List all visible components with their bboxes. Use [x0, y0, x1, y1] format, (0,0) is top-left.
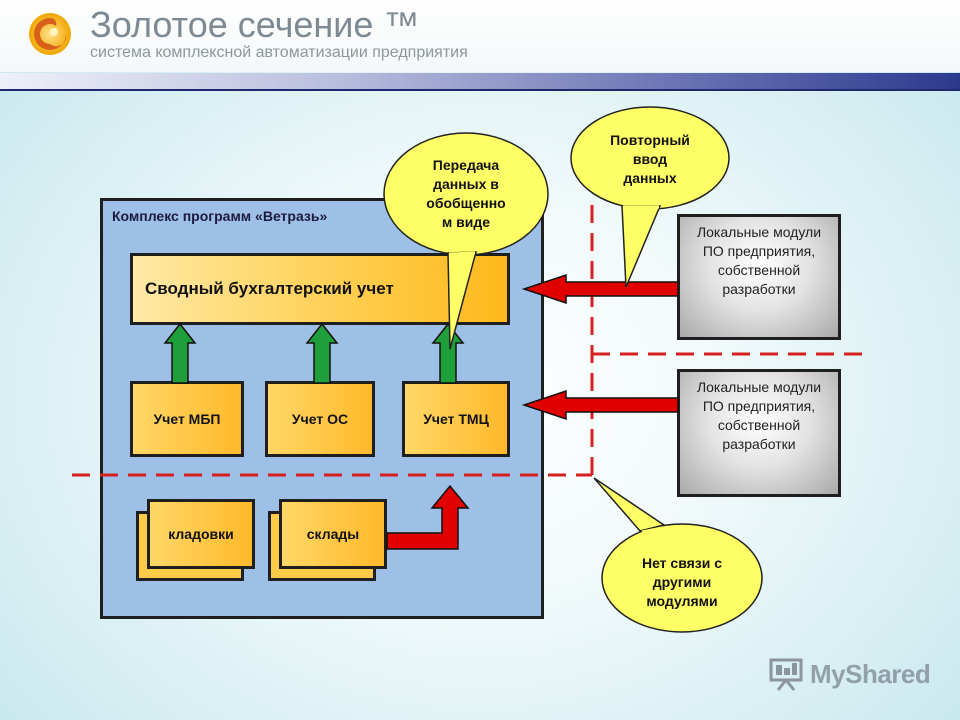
callout-no-link-line-1: Нет связи с — [641, 555, 723, 571]
header-band — [0, 0, 960, 72]
callout-reentry-text: Повторный ввод данных — [590, 131, 710, 188]
green-arrow-tmc — [431, 322, 465, 384]
summary-accounting-label: Сводный бухгалтерский учет — [145, 279, 394, 298]
local-module-2-line-4: разработки — [722, 436, 796, 452]
page-subtitle: система комплексной автоматизации предпр… — [90, 44, 468, 61]
module-tmc-label: Учет ТМЦ — [423, 411, 489, 427]
callout-no-link-bubble — [601, 523, 763, 633]
header-divider-bar — [0, 73, 960, 91]
storage-warehouses: склады — [279, 499, 387, 569]
callout-transfer-line-3: обобщенно — [426, 195, 506, 211]
local-module-box-1: Локальные модули ПО предприятия, собстве… — [677, 214, 841, 340]
green-arrow-os — [305, 322, 339, 384]
vetraz-complex-label: Комплекс программ «Ветразь» — [112, 208, 328, 224]
presentation-board-icon — [769, 658, 803, 691]
callout-no-link-text: Нет связи с другими модулями — [616, 554, 748, 611]
callout-no-link-tail — [593, 477, 666, 532]
storage-warehouses-label: склады — [306, 526, 360, 542]
watermark: MyShared — [768, 656, 931, 692]
local-module-1-line-4: разработки — [722, 281, 796, 297]
callout-reentry-line-1: Повторный — [610, 132, 690, 148]
storage-pantries: кладовки — [147, 499, 255, 569]
watermark-text: MyShared — [810, 658, 931, 689]
storage-pantries-label: кладовки — [168, 526, 234, 542]
callout-reentry-line-2: ввод — [632, 151, 668, 167]
local-module-1-line-3: собственной — [717, 262, 801, 278]
local-module-1-line-2: ПО предприятия, — [702, 243, 816, 259]
callout-transfer-text: Передача данных в обобщенно м виде — [400, 156, 532, 232]
green-arrow-mbp — [163, 322, 197, 384]
callout-transfer-tail — [447, 251, 477, 350]
red-elbow-arrow — [386, 484, 470, 550]
summary-accounting-box: Сводный бухгалтерский учет — [130, 253, 510, 325]
local-module-2-line-3: собственной — [717, 417, 801, 433]
local-module-1-line-1: Локальные модули — [696, 224, 822, 240]
callout-transfer-line-4: м виде — [441, 214, 491, 230]
local-module-2-line-2: ПО предприятия, — [702, 398, 816, 414]
local-module-2-line-1: Локальные модули — [696, 379, 822, 395]
callout-reentry-line-3: данных — [623, 170, 677, 186]
local-module-box-2: Локальные модули ПО предприятия, собстве… — [677, 369, 841, 497]
callout-transfer-line-1: Передача — [432, 157, 500, 173]
callout-transfer-line-2: данных в — [433, 176, 499, 192]
page-title: Золотое сечение ™ — [90, 4, 420, 45]
red-arrow-local-1 — [521, 273, 679, 305]
callout-no-link-line-3: модулями — [646, 593, 718, 609]
callout-reentry-tail — [621, 205, 662, 288]
callout-no-link-line-2: другими — [652, 574, 712, 590]
module-mbp-label: Учет МБП — [153, 411, 221, 427]
golden-section-logo-icon — [29, 13, 71, 55]
module-os-label: Учет ОС — [291, 411, 349, 427]
red-arrow-local-2 — [521, 389, 679, 421]
